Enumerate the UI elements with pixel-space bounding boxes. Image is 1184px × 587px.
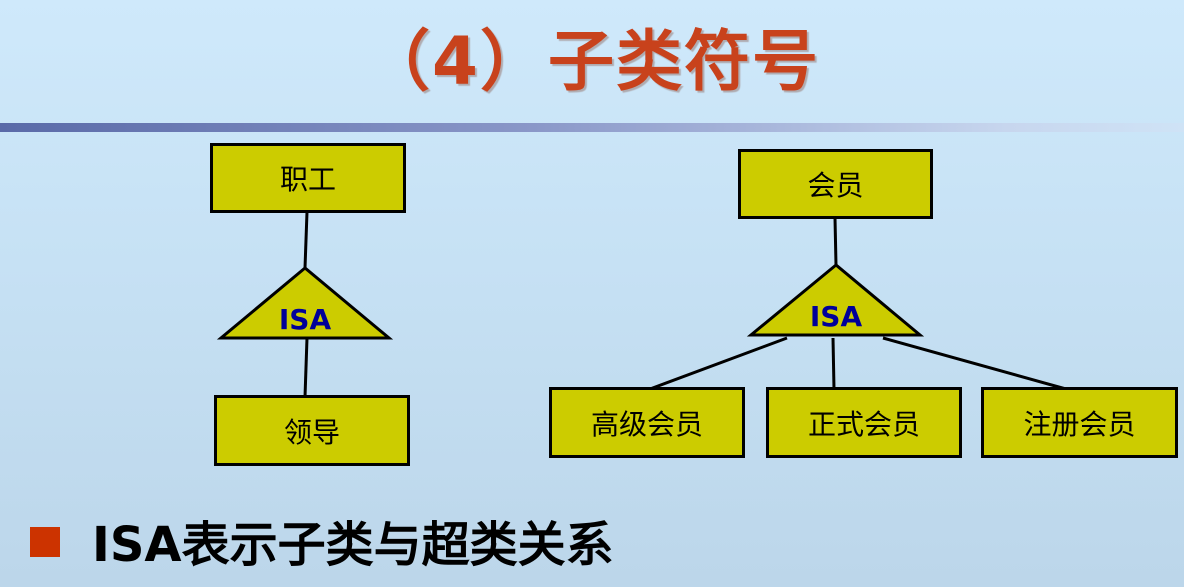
right-child-connector-3 xyxy=(882,336,1067,391)
entity-box-member: 会员 xyxy=(738,149,933,219)
slide-title: （4）子类符号 xyxy=(364,23,820,100)
entity-box-employee: 职工 xyxy=(210,143,406,213)
left-isa-triangle xyxy=(216,266,394,340)
bullet-text: ISA表示子类与超类关系 xyxy=(92,517,614,573)
entity-box-senior-member: 高级会员 xyxy=(549,387,745,458)
isa-label-right: ISA xyxy=(809,300,863,333)
right-child-connector-2 xyxy=(831,337,836,390)
right-child-connector-1 xyxy=(649,336,788,391)
bullet-marker xyxy=(30,527,60,557)
isa-label-left: ISA xyxy=(278,303,332,336)
entity-box-regular-member: 正式会员 xyxy=(766,387,962,458)
entity-box-registered-member: 注册会员 xyxy=(981,387,1178,458)
left-child-connector xyxy=(303,337,309,398)
left-parent-connector xyxy=(303,211,309,269)
right-parent-connector xyxy=(833,217,838,266)
entity-box-leader: 领导 xyxy=(214,395,410,466)
right-isa-triangle xyxy=(746,263,925,337)
title-divider xyxy=(0,123,1184,132)
